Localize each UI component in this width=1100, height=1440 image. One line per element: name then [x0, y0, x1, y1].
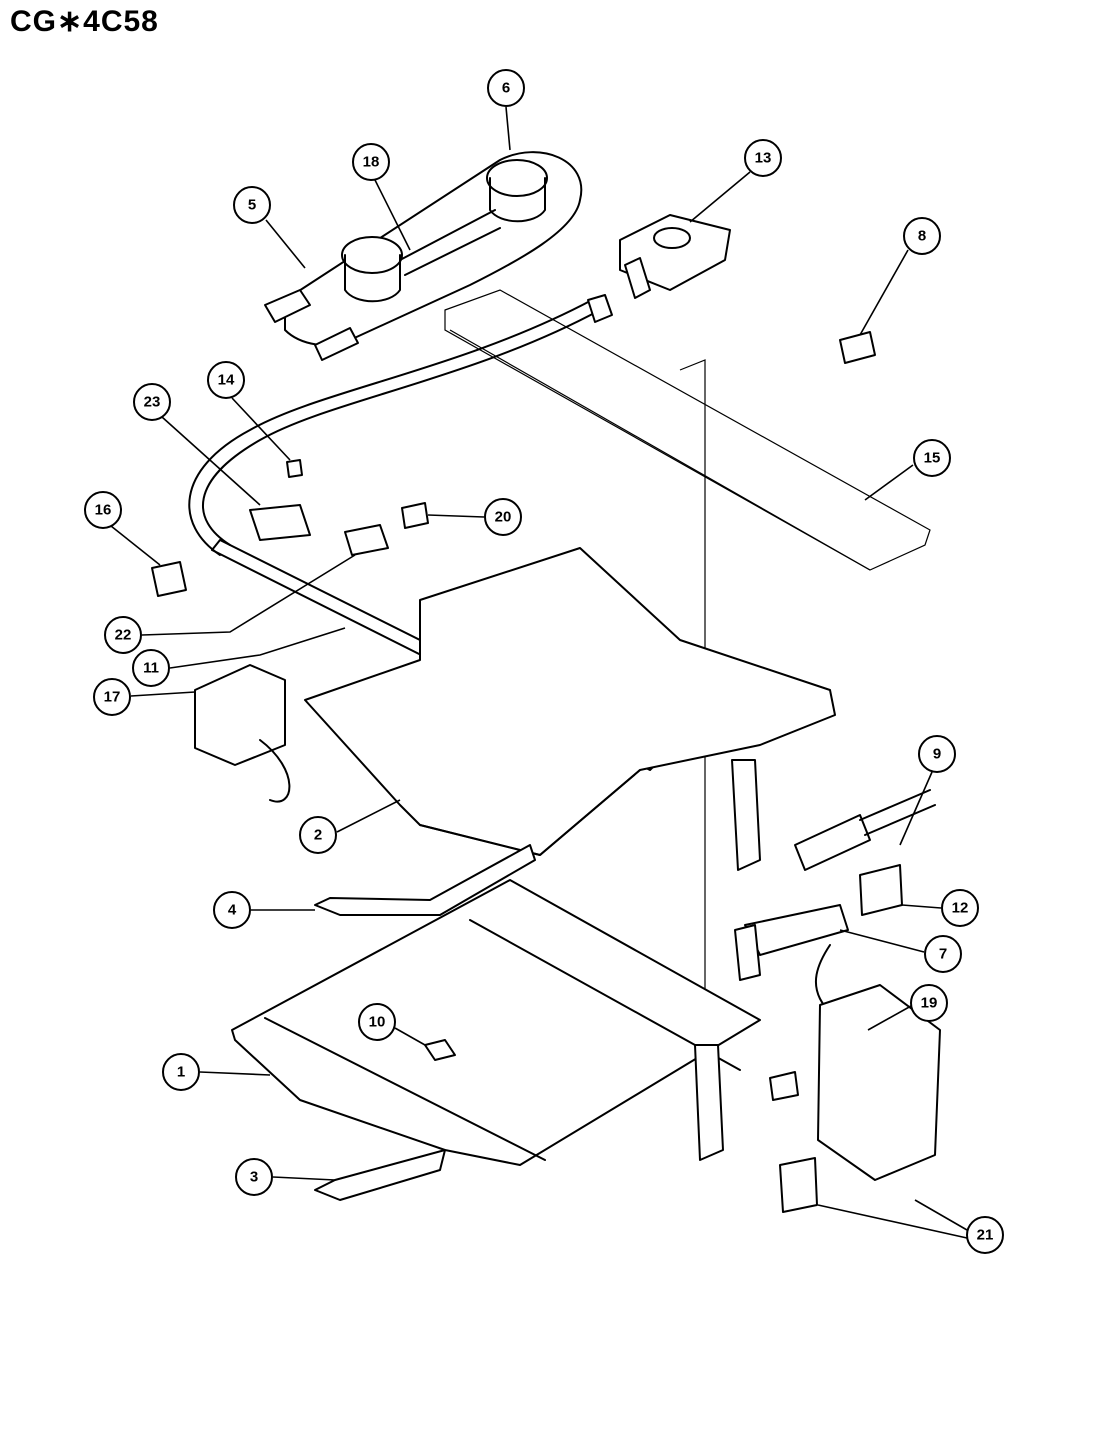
callout-5: 5	[233, 186, 306, 269]
callout-23: 23	[133, 383, 261, 506]
spark-electrode	[839, 331, 876, 364]
svg-text:13: 13	[755, 150, 772, 167]
svg-text:12: 12	[952, 900, 969, 917]
svg-text:3: 3	[250, 1169, 258, 1186]
svg-text:11: 11	[143, 660, 159, 677]
pilot-burner	[734, 904, 849, 981]
pilot-fitting	[249, 459, 311, 541]
callout-16: 16	[84, 491, 161, 566]
callout-3: 3	[235, 1158, 336, 1196]
oven-burner-tube	[694, 759, 761, 1161]
callout-21: 21	[817, 1199, 1004, 1254]
svg-text:14: 14	[218, 372, 235, 389]
safety-valve	[769, 984, 941, 1213]
ignitor	[794, 789, 936, 871]
svg-text:1: 1	[177, 1064, 185, 1081]
svg-text:8: 8	[918, 228, 926, 245]
callout-2: 2	[299, 799, 401, 854]
svg-text:20: 20	[495, 509, 512, 526]
callout-19: 19	[867, 984, 948, 1031]
svg-text:9: 9	[933, 746, 941, 763]
callout-11: 11	[132, 627, 346, 687]
svg-text:23: 23	[144, 394, 161, 411]
burner-support-bracket	[444, 289, 931, 1000]
svg-text:17: 17	[104, 689, 121, 706]
lower-burner-panel	[231, 879, 761, 1166]
elbow-fitting	[344, 524, 389, 556]
burner-base	[619, 214, 731, 299]
callout-14: 14	[207, 361, 291, 461]
callout-13: 13	[689, 139, 782, 223]
svg-text:18: 18	[363, 154, 380, 171]
top-burner-assembly	[264, 151, 583, 361]
orifice	[401, 502, 429, 529]
svg-text:21: 21	[977, 1227, 994, 1244]
callout-12: 12	[901, 889, 979, 927]
callout-9: 9	[899, 735, 956, 846]
ignitor-gasket	[859, 864, 903, 916]
callout-18: 18	[352, 143, 411, 251]
upper-bracket	[314, 844, 536, 916]
svg-text:10: 10	[369, 1014, 386, 1031]
burner-shield-upper	[304, 547, 836, 856]
callout-17: 17	[93, 678, 196, 716]
svg-text:19: 19	[921, 995, 938, 1012]
lower-bracket	[314, 1149, 446, 1201]
svg-text:2: 2	[314, 827, 322, 844]
callout-1: 1	[162, 1053, 271, 1091]
svg-text:16: 16	[95, 502, 112, 519]
diagram-title: CG∗4C58	[10, 5, 159, 38]
svg-text:6: 6	[502, 80, 510, 97]
callout-4: 4	[213, 891, 315, 929]
svg-text:7: 7	[939, 946, 947, 963]
callout-10: 10	[358, 1003, 426, 1046]
callout-20: 20	[427, 498, 522, 536]
svg-text:4: 4	[228, 902, 237, 919]
svg-text:5: 5	[248, 197, 256, 214]
callout-8: 8	[859, 217, 941, 336]
callout-7: 7	[839, 929, 962, 973]
thermostat	[194, 664, 291, 803]
callout-6: 6	[487, 69, 525, 151]
clip	[151, 561, 187, 597]
callout-22: 22	[104, 554, 356, 654]
wing-nut	[424, 1039, 456, 1061]
svg-text:15: 15	[924, 450, 941, 467]
callout-15: 15	[864, 439, 951, 501]
svg-text:22: 22	[115, 627, 132, 644]
